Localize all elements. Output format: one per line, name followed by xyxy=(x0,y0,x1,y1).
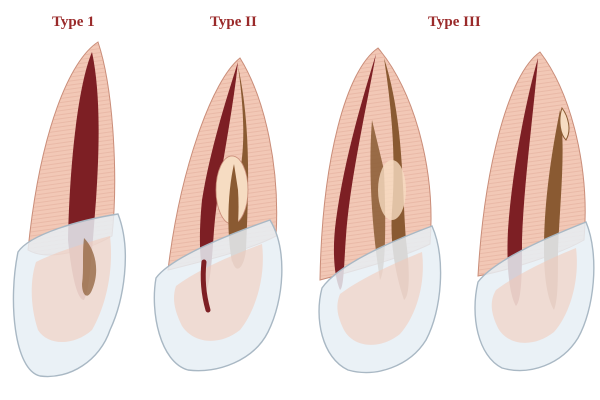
type-1-label: Type 1 xyxy=(52,14,95,30)
type-3-label: Type III xyxy=(428,14,481,30)
tooth-3b-canal-main xyxy=(507,58,538,306)
tooth-type-3-a xyxy=(318,47,442,374)
type-2-label: Type II xyxy=(210,14,257,30)
tooth-type-1 xyxy=(12,41,126,378)
tooth-type-3-b xyxy=(474,51,595,372)
tooth-3a-canal-buccal xyxy=(333,54,376,290)
tooth-type-2 xyxy=(153,57,283,372)
